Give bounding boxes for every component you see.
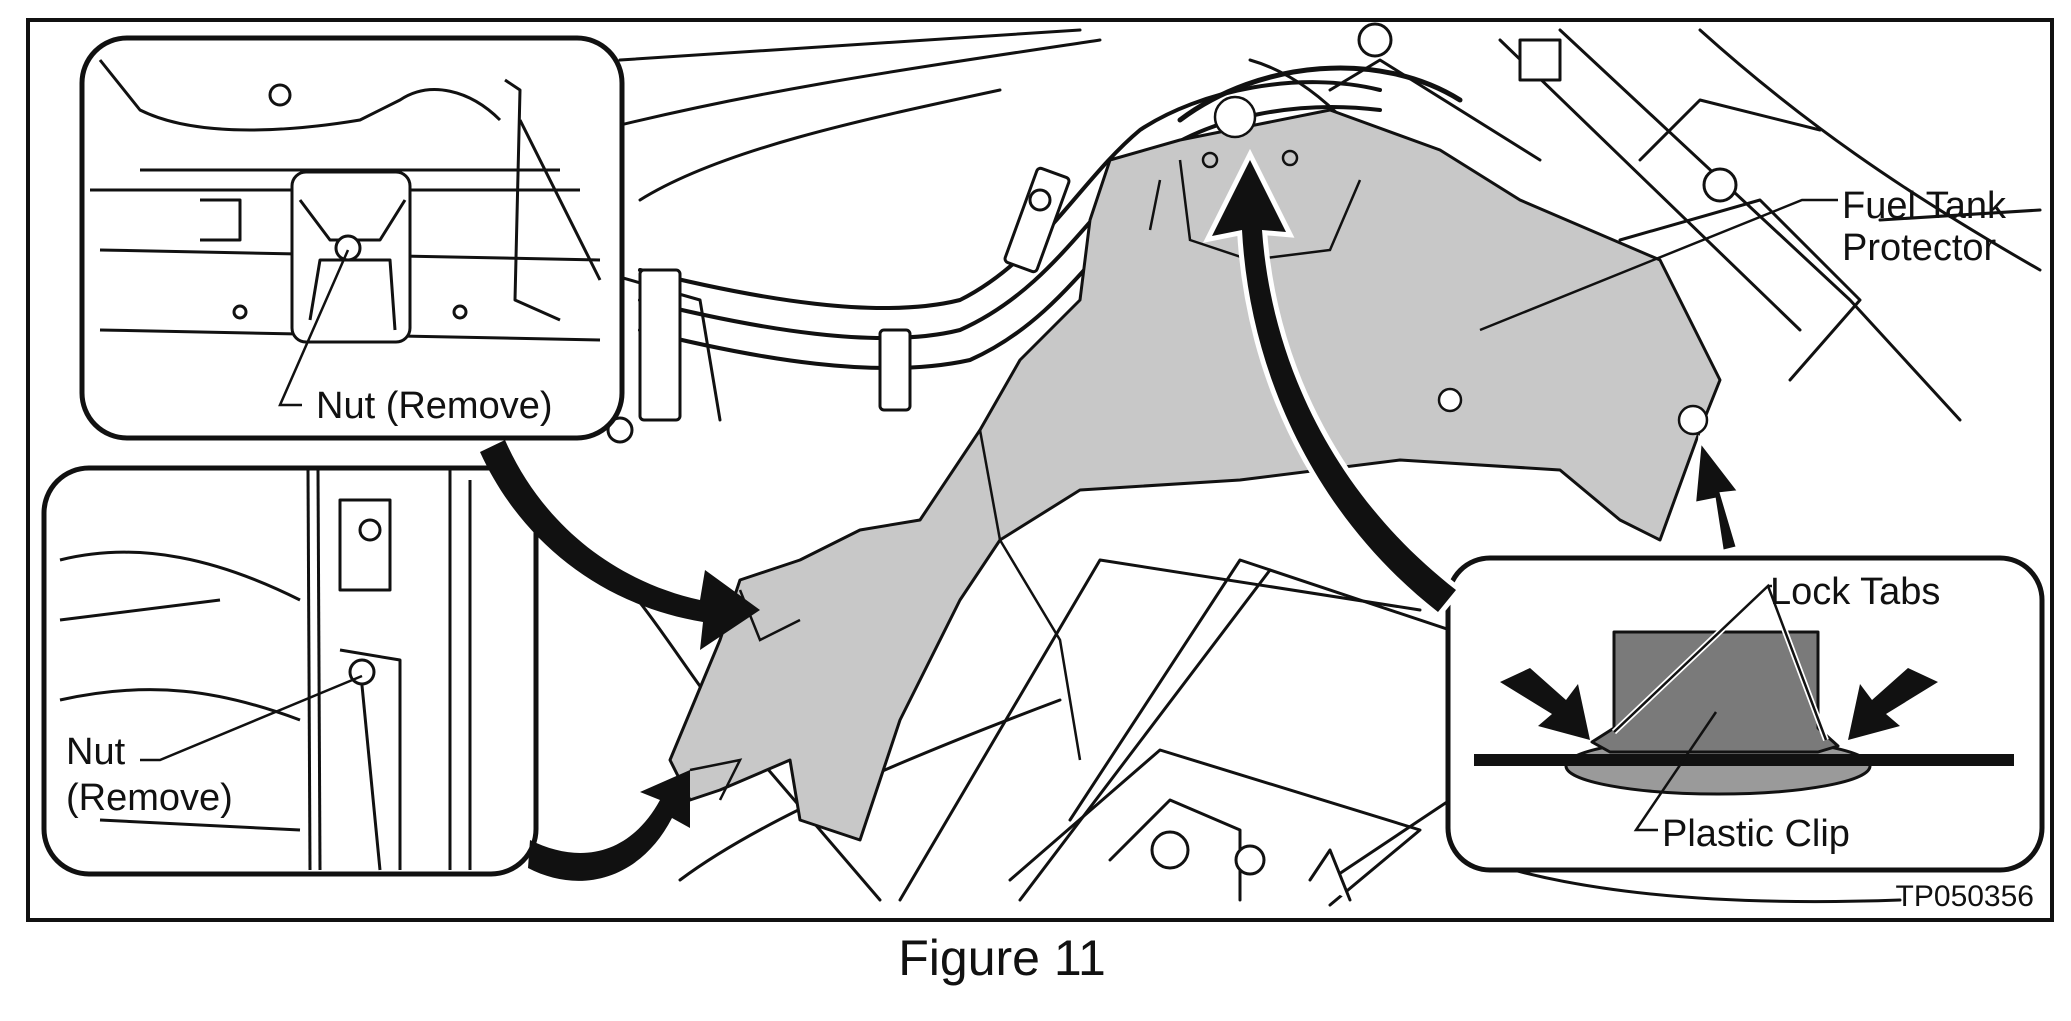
label-fuel-tank-protector-line1: Fuel Tank xyxy=(1842,185,2007,227)
label-plastic-clip: Plastic Clip xyxy=(1662,813,1850,855)
label-nut-lower-line1: Nut xyxy=(66,731,126,773)
arrow-upper-inset-icon xyxy=(480,440,760,650)
panel-line xyxy=(1474,754,2014,766)
fuel-tank-protector xyxy=(668,108,1722,842)
squeeze-arrow-right-icon xyxy=(1848,668,1938,740)
inset-nut-upper xyxy=(79,35,625,441)
label-nut-remove-upper: Nut (Remove) xyxy=(316,385,553,427)
leader-fuel-tank-protector xyxy=(1479,198,1838,332)
arrow-clip-to-protector-right-icon xyxy=(1691,434,1744,555)
inset-nut-lower xyxy=(41,465,539,877)
callout-arrows xyxy=(480,148,1744,881)
plastic-clip-body xyxy=(1590,630,1840,754)
label-fuel-tank-protector-line2: Protector xyxy=(1842,227,1997,269)
inset-plastic-clip xyxy=(1445,555,2045,873)
figure-code: TP050356 xyxy=(1896,880,2034,913)
squeeze-arrow-left-icon xyxy=(1500,668,1590,740)
figure-caption: Figure 11 xyxy=(898,930,1106,986)
label-lock-tabs: Lock Tabs xyxy=(1770,571,1940,613)
vehicle-underbody-illustration xyxy=(558,22,2042,907)
label-nut-lower-line2: (Remove) xyxy=(66,777,233,819)
arrow-lower-inset-icon xyxy=(528,770,690,881)
